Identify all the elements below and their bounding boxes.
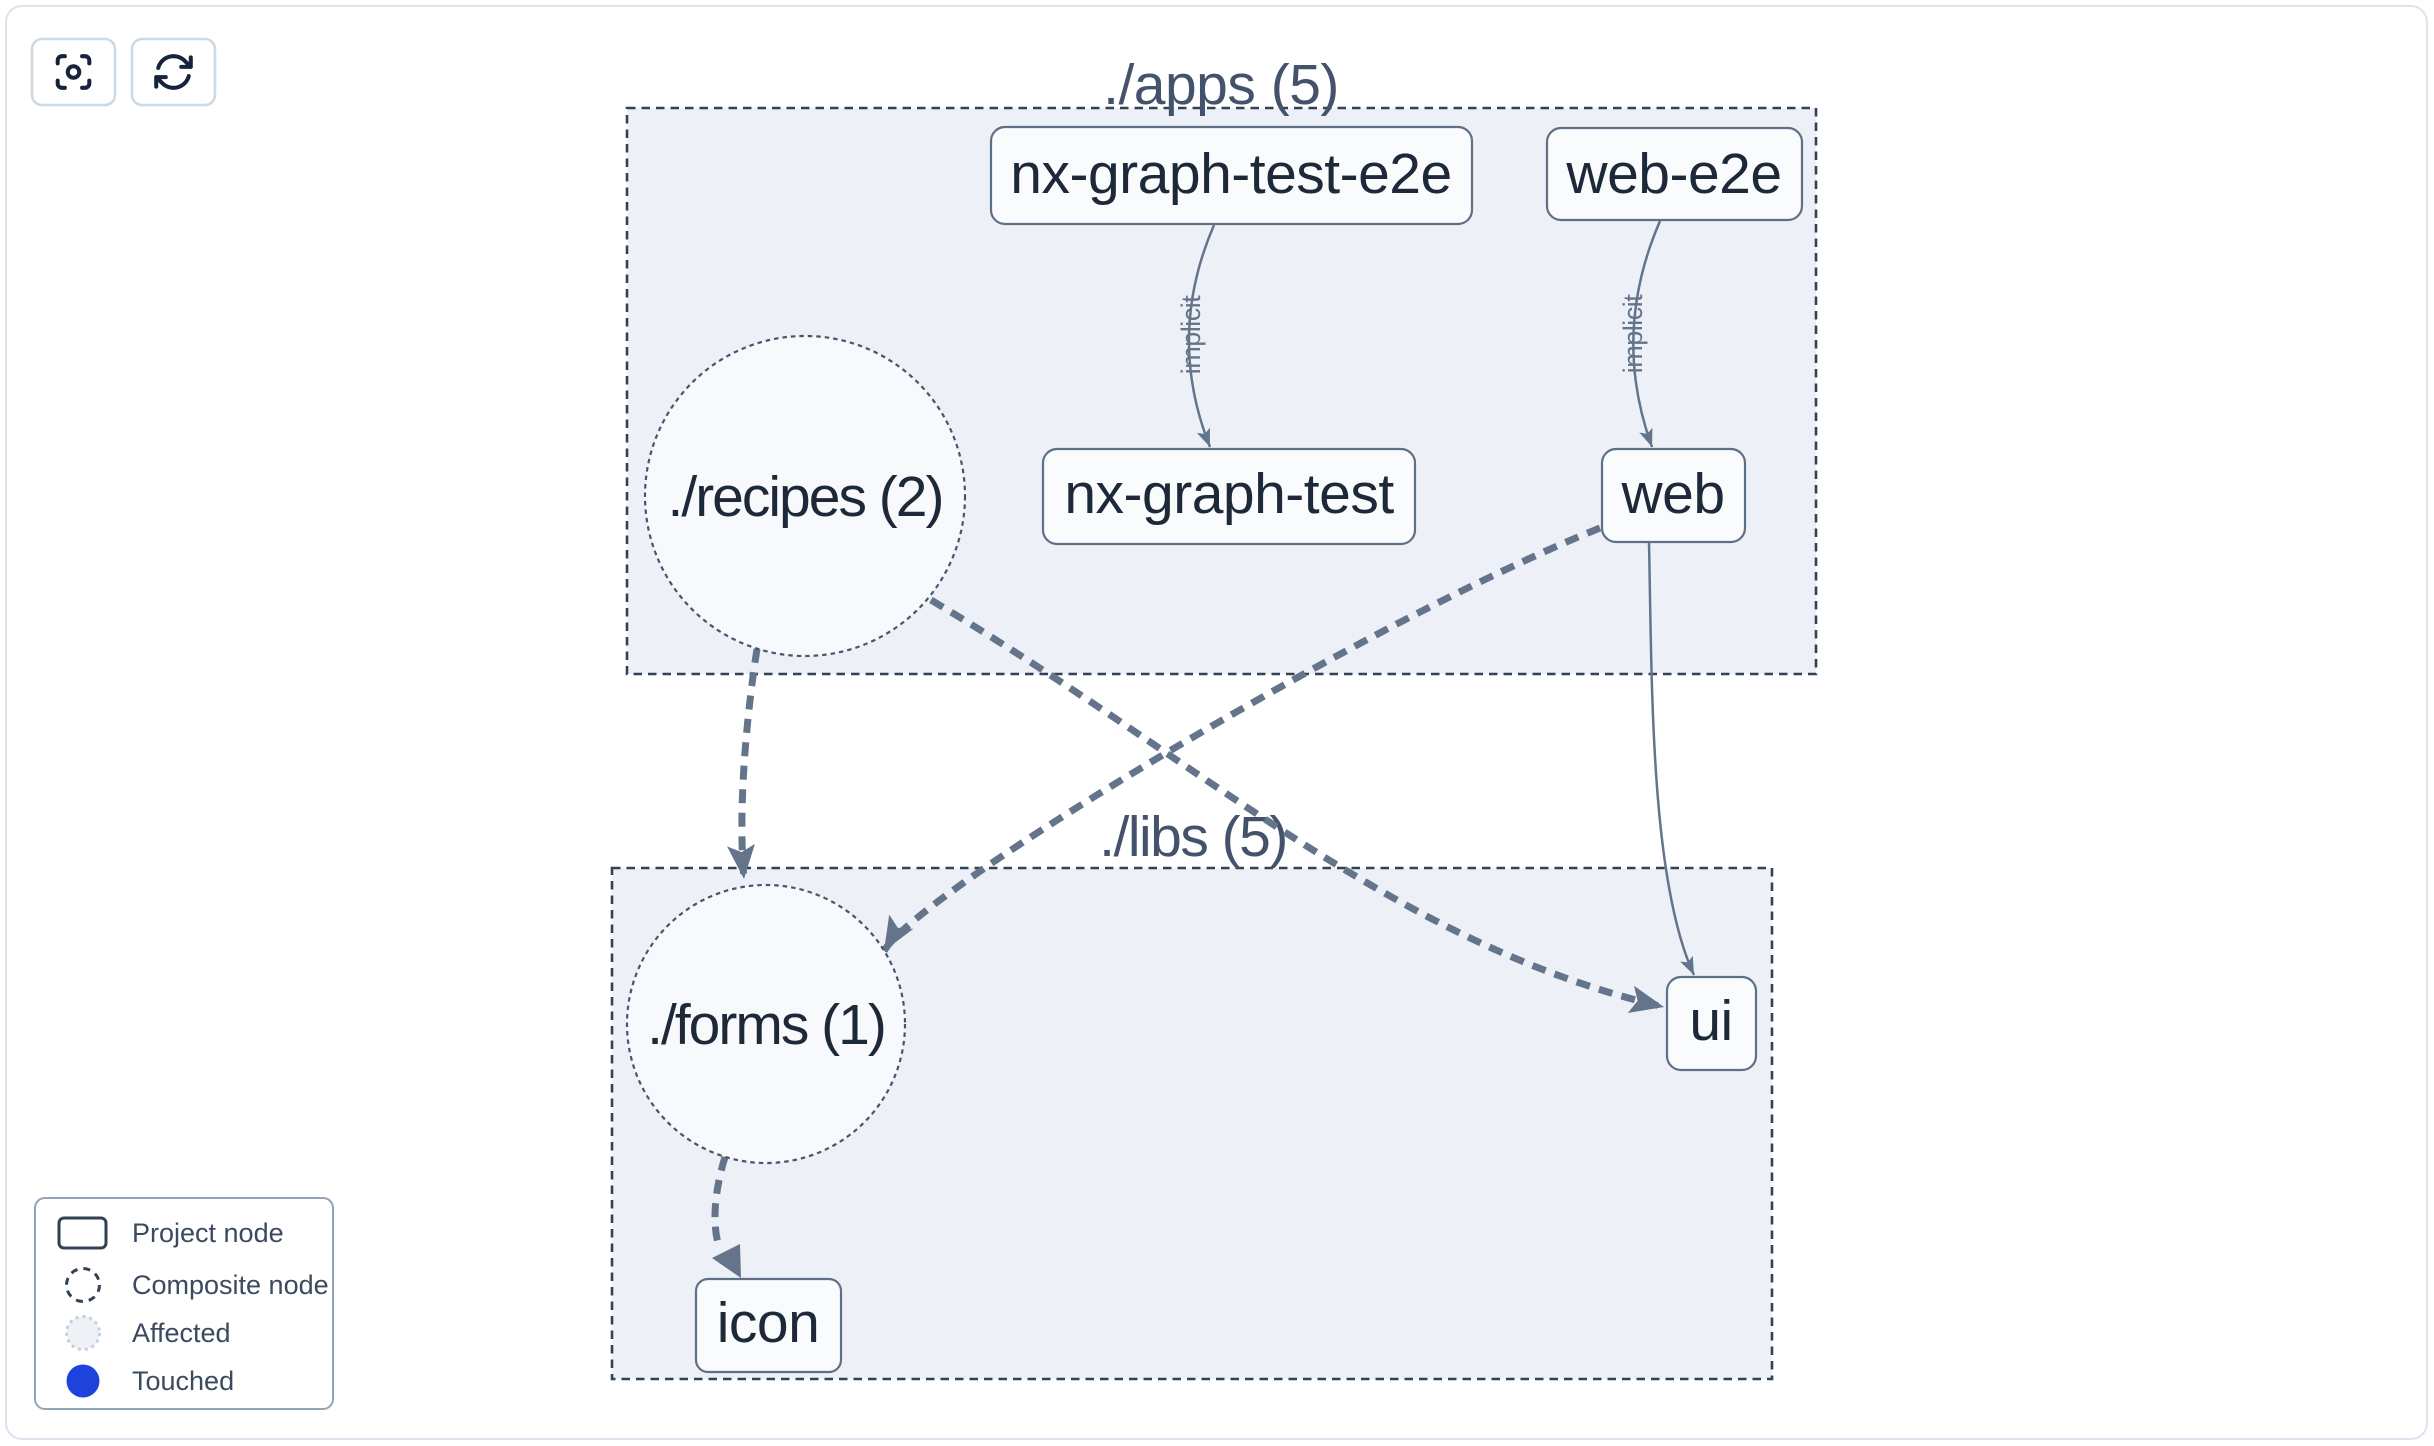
svg-text:web: web <box>1620 462 1724 526</box>
svg-text:ui: ui <box>1689 989 1732 1053</box>
svg-text:implicit: implicit <box>1176 295 1206 375</box>
svg-text:./forms (1): ./forms (1) <box>647 993 885 1057</box>
svg-text:./libs (5): ./libs (5) <box>1099 805 1287 869</box>
svg-text:implicit: implicit <box>1618 294 1648 374</box>
svg-text:web-e2e: web-e2e <box>1565 142 1781 206</box>
svg-text:nx-graph-test-e2e: nx-graph-test-e2e <box>1010 142 1451 206</box>
svg-text:Touched: Touched <box>132 1366 234 1396</box>
svg-text:Composite node: Composite node <box>132 1270 329 1300</box>
svg-text:./apps (5): ./apps (5) <box>1103 53 1339 117</box>
svg-text:./recipes (2): ./recipes (2) <box>668 465 943 529</box>
svg-text:icon: icon <box>717 1291 820 1355</box>
svg-text:nx-graph-test: nx-graph-test <box>1064 462 1394 526</box>
svg-text:Affected: Affected <box>132 1318 231 1348</box>
svg-text:Project node: Project node <box>132 1218 284 1248</box>
